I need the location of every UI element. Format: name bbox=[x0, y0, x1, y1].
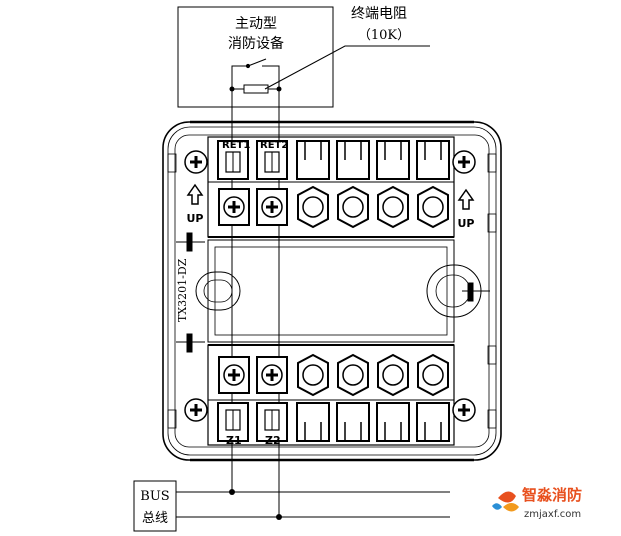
top-screws bbox=[218, 185, 449, 229]
top-clamp-slots bbox=[217, 140, 450, 180]
up-label-left: UP bbox=[187, 212, 204, 225]
module-housing bbox=[162, 120, 502, 462]
watermark-logo-icon bbox=[492, 491, 519, 512]
bus-box: BUS 总线 bbox=[133, 480, 177, 532]
up-label-right: UP bbox=[458, 217, 475, 230]
contact-switch bbox=[231, 58, 280, 89]
watermark-url: zmjaxf.com bbox=[524, 509, 581, 520]
terminal-label-ret1: RET1 bbox=[222, 140, 250, 151]
resistor-label-line2: （10K） bbox=[358, 28, 410, 43]
watermark-name: 智淼消防 bbox=[522, 486, 582, 504]
mounting-plate bbox=[176, 232, 490, 353]
bottom-clamp-slots bbox=[217, 402, 450, 442]
terminal-label-z2: Z2 bbox=[265, 434, 281, 447]
corner-screws bbox=[184, 150, 476, 422]
bottom-terminal-strip bbox=[207, 344, 455, 446]
bus-junction-2 bbox=[276, 514, 282, 520]
bottom-screws bbox=[218, 353, 449, 397]
terminal-label-z1: Z1 bbox=[226, 434, 242, 447]
bus-junction-1 bbox=[229, 489, 235, 495]
resistor-callout: 终端电阻 （10K） bbox=[264, 6, 430, 90]
fire-device-box: 主动型 消防设备 bbox=[177, 6, 334, 108]
top-terminal-strip bbox=[207, 136, 455, 238]
model-label: TX3201-DZ bbox=[176, 258, 189, 322]
watermark: 智淼消防 zmjaxf.com bbox=[492, 486, 582, 520]
up-arrow-right: UP bbox=[458, 188, 475, 230]
resistor-label-line1: 终端电阻 bbox=[351, 6, 407, 22]
terminal-label-ret2: RET2 bbox=[260, 140, 288, 151]
bus-label-cn: 总线 bbox=[142, 511, 168, 526]
terminal-resistor bbox=[229, 84, 282, 94]
device-label-line2: 消防设备 bbox=[228, 35, 284, 52]
device-label-line1: 主动型 bbox=[235, 16, 277, 32]
up-arrow-left: UP bbox=[187, 183, 204, 225]
bus-label: BUS bbox=[140, 489, 169, 504]
